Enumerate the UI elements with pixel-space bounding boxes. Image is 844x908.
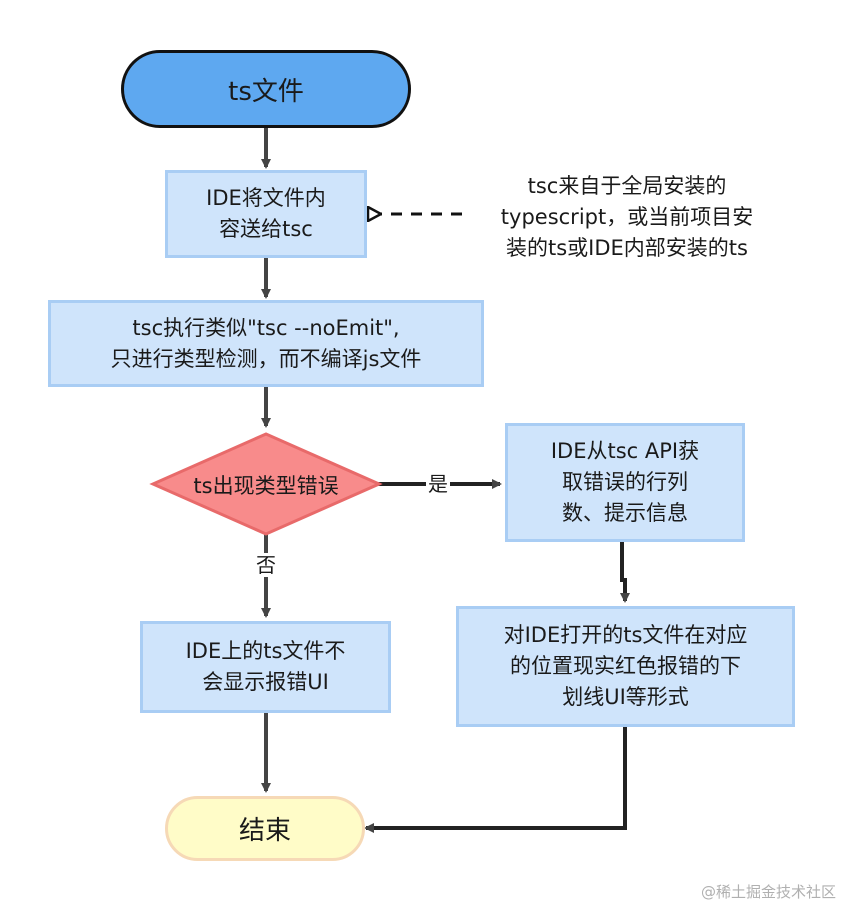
- ide-get-node: IDE从tsc API获 取错误的行列 数、提示信息: [505, 423, 745, 542]
- ide-none-line-1: IDE上的ts文件不: [185, 639, 346, 663]
- watermark: @稀土掘金技术社区: [700, 883, 836, 901]
- end-label: 结束: [238, 816, 291, 846]
- ide-get-line-2: 取错误的行列: [561, 470, 688, 494]
- note-line-2: typescript，或当前项目安: [500, 204, 754, 229]
- edge-get-to-show: [620, 542, 630, 603]
- start-node: ts文件: [121, 50, 411, 128]
- note-line-1: tsc来自于全局安装的: [527, 173, 727, 198]
- decision-label: ts出现类型错误: [193, 474, 339, 498]
- tsc-exec-line-2: 只进行类型检测，而不编译js文件: [110, 346, 422, 371]
- end-node: 结束: [165, 796, 365, 861]
- yes-edge-label: 是: [426, 472, 450, 496]
- ide-show-line-3: 划线UI等形式: [562, 685, 689, 709]
- ide-show-node: 对IDE打开的ts文件在对应 的位置现实红色报错的下 划线UI等形式: [456, 606, 795, 727]
- ide-send-line-1: IDE将文件内: [206, 186, 326, 210]
- start-label: ts文件: [228, 76, 304, 107]
- decision-diamond: [149, 432, 383, 536]
- tsc-exec-node: tsc执行类似"tsc --noEmit", 只进行类型检测，而不编译js文件: [48, 300, 484, 387]
- edge-show-to-end: [364, 727, 627, 833]
- ide-show-line-2: 的位置现实红色报错的下: [510, 654, 741, 678]
- note-line-3: 装的ts或IDE内部安装的ts: [506, 235, 748, 260]
- no-edge-label: 否: [254, 553, 278, 577]
- ide-none-node: IDE上的ts文件不 会显示报错UI: [140, 621, 391, 713]
- ide-show-line-1: 对IDE打开的ts文件在对应: [503, 623, 748, 647]
- ide-get-line-1: IDE从tsc API获: [550, 439, 700, 463]
- ide-send-line-2: 容送给tsc: [219, 217, 313, 241]
- tsc-exec-line-1: tsc执行类似"tsc --noEmit",: [132, 315, 400, 340]
- ide-send-node: IDE将文件内 容送给tsc: [165, 170, 367, 258]
- tsc-source-note: tsc来自于全局安装的 typescript，或当前项目安 装的ts或IDE内部…: [462, 170, 792, 264]
- ide-get-line-3: 数、提示信息: [561, 501, 688, 525]
- ide-none-line-2: 会显示报错UI: [202, 670, 329, 694]
